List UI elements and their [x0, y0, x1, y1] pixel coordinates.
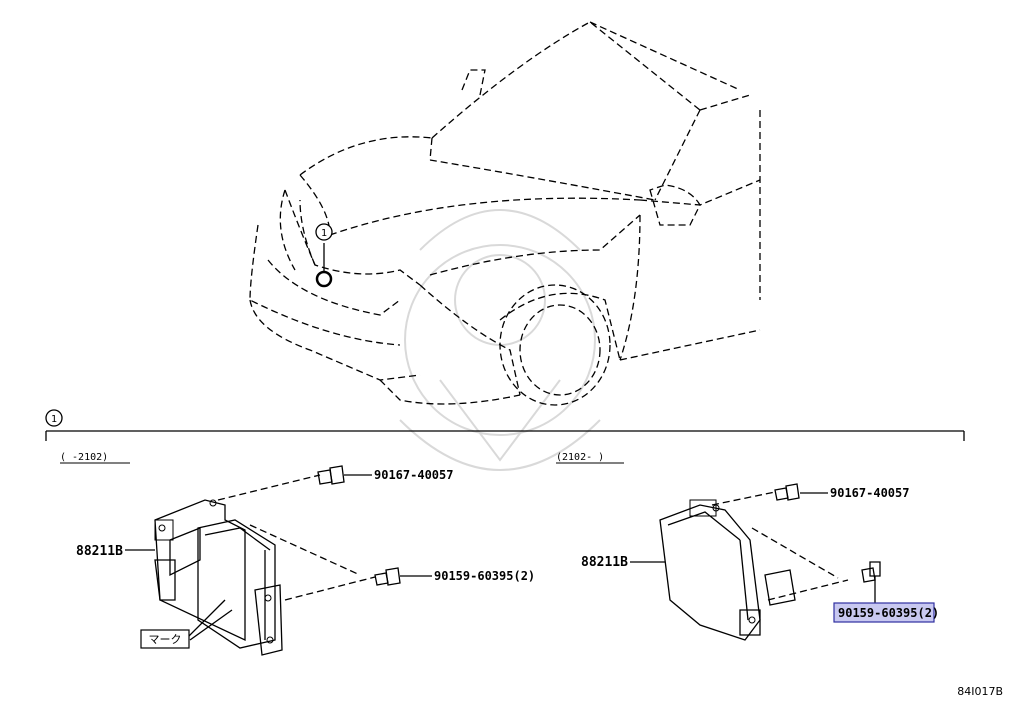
- highlighted-part-box[interactable]: [833, 602, 935, 623]
- right-sensor-assembly: [630, 483, 881, 641]
- watermark-emblem: [399, 209, 601, 471]
- callout-top: 1: [315, 223, 333, 241]
- mark-label-text: マーク: [149, 633, 182, 646]
- callout-top-number: 1: [321, 228, 327, 239]
- car-illustration: [249, 21, 761, 406]
- left-bolt-bottom-label: 90159-60395(2): [434, 569, 535, 583]
- left-sensor-assembly: [125, 465, 432, 656]
- section-bracket: 1: [45, 409, 965, 441]
- left-part-88211B: 88211B: [76, 544, 123, 559]
- right-bolt-top-label: 90167-40057: [830, 486, 909, 500]
- right-bolt-bottom-label: 90159-60395(2): [838, 606, 939, 620]
- left-bolt-top-label: 90167-40057: [374, 468, 453, 482]
- section-callout-number: 1: [51, 414, 57, 425]
- drawing-code: 84I017B: [957, 685, 1003, 698]
- mark-label-box: [140, 629, 190, 649]
- right-part-88211B: 88211B: [581, 555, 628, 570]
- sensor-location-marker: [315, 270, 333, 288]
- right-range-label: (2102- ): [556, 452, 604, 463]
- left-range-label: ( -2102): [60, 452, 108, 463]
